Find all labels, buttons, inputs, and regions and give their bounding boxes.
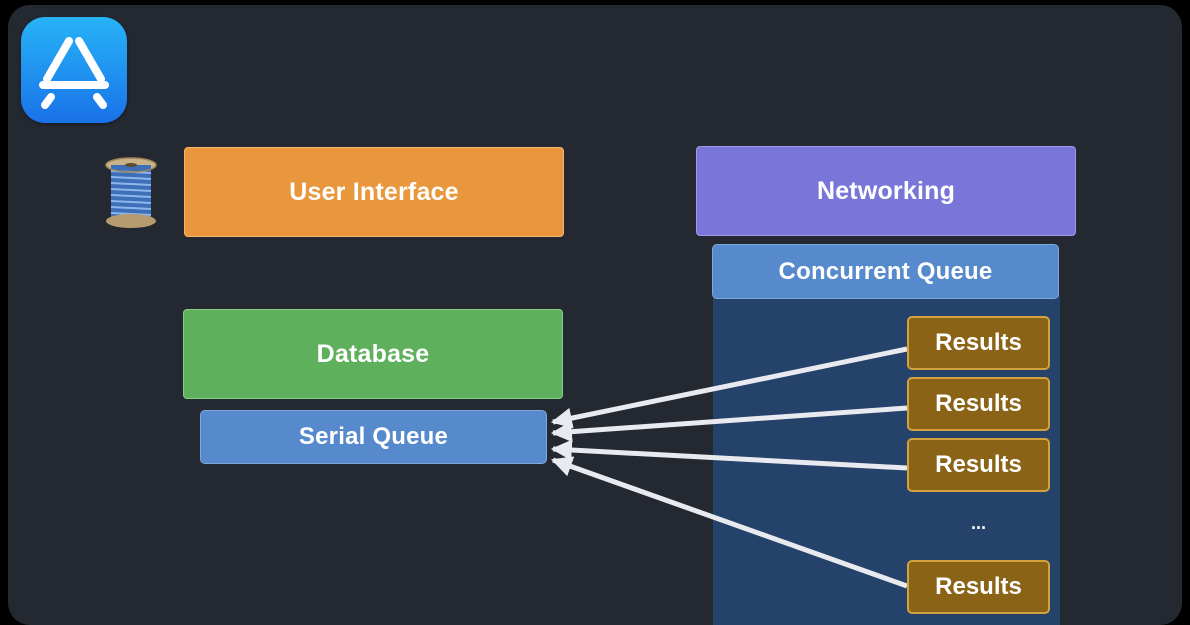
arrow-result-2 <box>550 405 908 443</box>
results-box-3: Results <box>907 438 1050 492</box>
arrows-layer <box>550 346 908 589</box>
user-interface-box: User Interface <box>184 147 564 237</box>
ellipsis: ... <box>970 513 986 533</box>
thread-spool-icon <box>104 155 158 231</box>
serial-queue-box: Serial Queue <box>200 410 547 464</box>
results-box-4: Results <box>907 560 1050 614</box>
database-box: Database <box>183 309 563 399</box>
concurrent-queue-box: Concurrent Queue <box>712 244 1059 299</box>
arrow-result-3 <box>550 439 908 471</box>
results-box-1: Results <box>907 316 1050 370</box>
networking-box: Networking <box>696 146 1076 236</box>
arrow-result-4 <box>551 456 908 589</box>
app-store-icon <box>21 17 127 123</box>
arrow-result-1 <box>550 346 908 429</box>
slide-canvas: User Interface Database Serial Queue Net… <box>8 5 1182 625</box>
results-box-2: Results <box>907 377 1050 431</box>
